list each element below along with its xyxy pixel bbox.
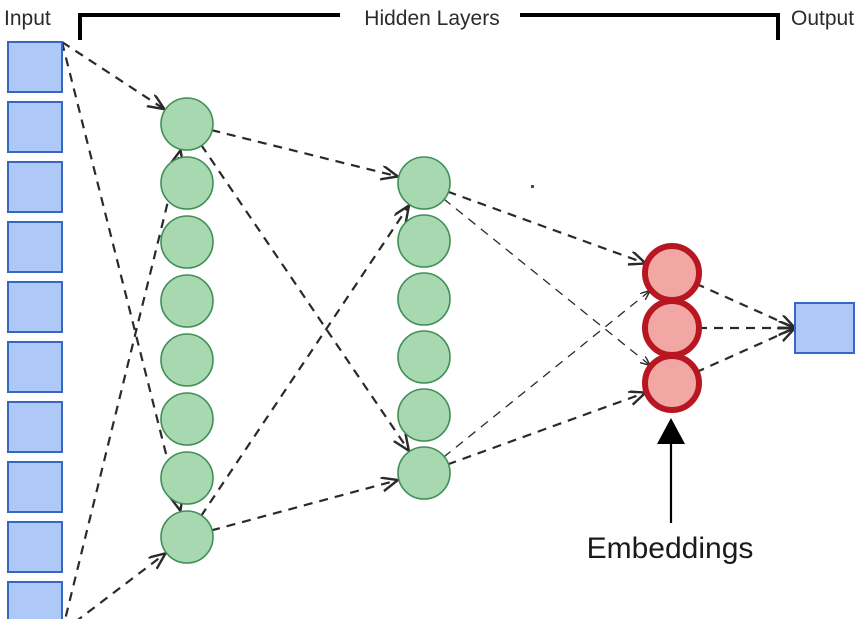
input-node-5 bbox=[7, 341, 63, 393]
hidden-1-node-1 bbox=[160, 156, 214, 210]
input-node-2 bbox=[7, 161, 63, 213]
edge-hidden-2.0-to-embeddings.2 bbox=[443, 198, 650, 366]
output-node-0 bbox=[794, 302, 855, 354]
hidden-1-node-3 bbox=[160, 274, 214, 328]
layer-nodes bbox=[7, 41, 855, 619]
label-output: Output bbox=[791, 7, 854, 30]
input-node-7 bbox=[7, 461, 63, 513]
edge-hidden-2.5-to-embeddings.2 bbox=[447, 393, 646, 466]
input-node-1 bbox=[7, 101, 63, 153]
hidden-1-node-4 bbox=[160, 333, 214, 387]
hidden-2-node-2 bbox=[397, 272, 451, 326]
embeddings-callout-arrow bbox=[657, 418, 685, 523]
edge-hidden-1.0-to-hidden-2.5 bbox=[200, 144, 409, 451]
input-node-9 bbox=[7, 581, 63, 619]
edge-embeddings.0-to-output.0 bbox=[695, 282, 795, 328]
edge-input.9-to-hidden-1.0 bbox=[64, 150, 181, 619]
hidden-2-node-3 bbox=[397, 330, 451, 384]
hidden-1-node-7 bbox=[160, 510, 214, 564]
bracket-left-arm bbox=[78, 13, 340, 40]
bracket-right-arm bbox=[520, 13, 780, 40]
input-node-4 bbox=[7, 281, 63, 333]
label-input: Input bbox=[4, 7, 51, 30]
input-node-3 bbox=[7, 221, 63, 273]
edge-input.0-to-hidden-1.0 bbox=[61, 41, 164, 109]
edge-hidden-1.7-to-hidden-2.5 bbox=[210, 480, 398, 532]
hidden-1-node-0 bbox=[160, 97, 214, 151]
edge-hidden-2.5-to-embeddings.0 bbox=[443, 291, 650, 458]
input-node-8 bbox=[7, 521, 63, 573]
label-embeddings: Embeddings bbox=[587, 532, 754, 565]
stray-speck-mark bbox=[531, 185, 534, 188]
embeddings-node-0 bbox=[642, 243, 702, 303]
edge-input.9-to-hidden-1.7 bbox=[77, 553, 166, 619]
input-node-6 bbox=[7, 401, 63, 453]
edge-embeddings.2-to-output.0 bbox=[695, 328, 795, 374]
embeddings-node-1 bbox=[642, 298, 702, 358]
hidden-2-node-1 bbox=[397, 214, 451, 268]
hidden-1-node-5 bbox=[160, 392, 214, 446]
hidden-2-node-5 bbox=[397, 446, 451, 500]
label-hidden-layers: Hidden Layers bbox=[364, 7, 499, 30]
callout-arrow-head bbox=[657, 418, 685, 444]
edge-hidden-1.7-to-hidden-2.0 bbox=[199, 205, 409, 517]
hidden-2-node-0 bbox=[397, 156, 451, 210]
input-node-0 bbox=[7, 41, 63, 93]
edge-hidden-1.0-to-hidden-2.0 bbox=[210, 128, 398, 176]
hidden-1-node-6 bbox=[160, 451, 214, 505]
edge-hidden-2.0-to-embeddings.0 bbox=[447, 190, 646, 264]
speck-mark bbox=[531, 185, 534, 188]
hidden-1-node-2 bbox=[160, 215, 214, 269]
embeddings-node-2 bbox=[642, 353, 702, 413]
hidden-2-node-4 bbox=[397, 388, 451, 442]
edge-input.0-to-hidden-1.7 bbox=[60, 41, 180, 511]
hidden-layers-bracket bbox=[78, 13, 780, 40]
